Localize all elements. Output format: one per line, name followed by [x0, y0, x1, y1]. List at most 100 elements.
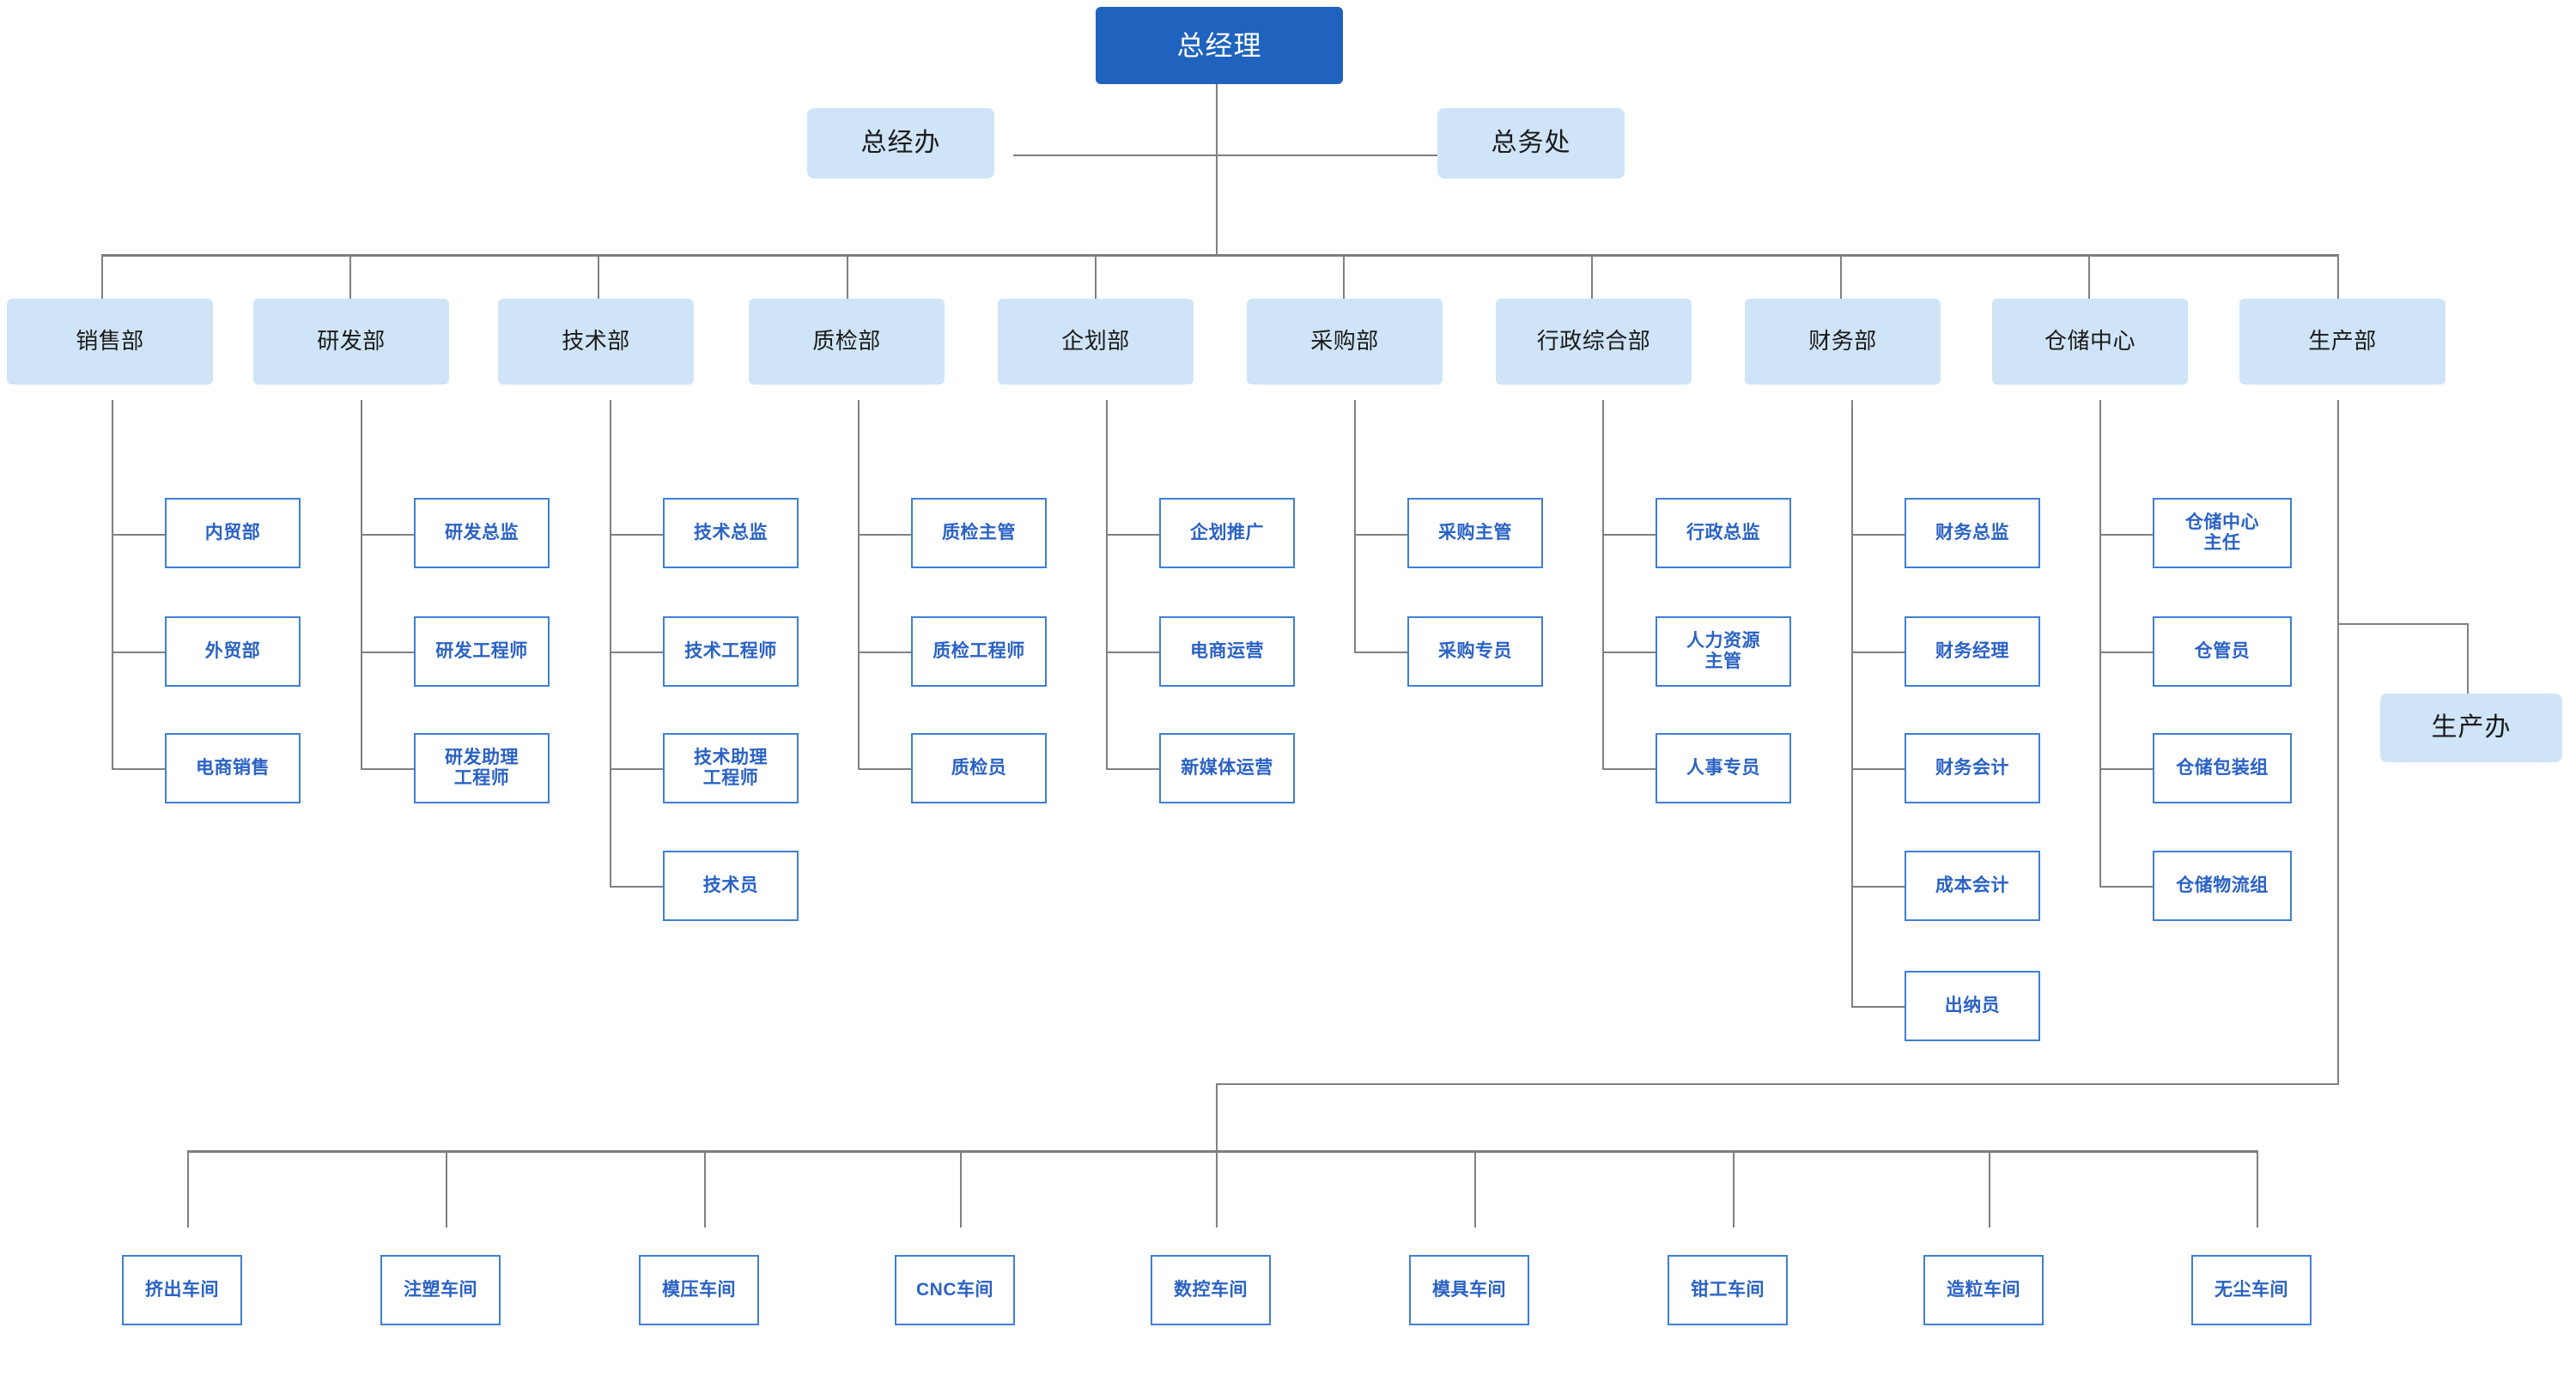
- node-workshop-0[interactable]: 挤出车间: [122, 1255, 242, 1325]
- connector-spine-planning: [1106, 400, 1108, 769]
- node-workshop-6[interactable]: 钳工车间: [1668, 1255, 1788, 1325]
- node-sub-sales-2[interactable]: 电商销售: [165, 733, 301, 803]
- connector-branch-finance-1: [1851, 652, 1905, 653]
- node-sub-sales-1[interactable]: 外贸部: [165, 616, 301, 687]
- connector-dept-drop-5: [1343, 254, 1345, 304]
- connector-branch-warehouse-2: [2099, 768, 2153, 770]
- node-dept-planning[interactable]: 企划部: [998, 299, 1194, 385]
- node-sub-finance-0[interactable]: 财务总监: [1905, 498, 2040, 568]
- node-production-office[interactable]: 生产办: [2380, 694, 2562, 762]
- node-sub-finance-1[interactable]: 财务经理: [1905, 616, 2040, 687]
- connector-spine-finance: [1851, 400, 1853, 1007]
- connector-branch-sales-0: [112, 534, 165, 536]
- node-sub-finance-2[interactable]: 财务会计: [1905, 733, 2040, 803]
- node-dept-rd[interactable]: 研发部: [253, 299, 449, 385]
- node-office-general-affairs[interactable]: 总务处: [1437, 108, 1625, 179]
- connector-branch-qc-1: [858, 652, 911, 653]
- connector-branch-tech-1: [610, 652, 663, 653]
- node-dept-production[interactable]: 生产部: [2239, 299, 2445, 385]
- connector-branch-rd-2: [361, 768, 414, 770]
- connector-dept-drop-2: [598, 254, 599, 304]
- connector-workshop-drop-2: [704, 1150, 706, 1227]
- connector-dept-drop-7: [1840, 254, 1842, 304]
- node-sub-warehouse-0[interactable]: 仓储中心 主任: [2153, 498, 2292, 568]
- connector-workshop-drop-7: [1989, 1150, 1990, 1227]
- node-sub-planning-2[interactable]: 新媒体运营: [1159, 733, 1295, 803]
- node-sub-finance-3[interactable]: 成本会计: [1905, 851, 2040, 921]
- connector-dept-drop-3: [847, 254, 848, 304]
- node-sub-purchasing-1[interactable]: 采购专员: [1407, 616, 1543, 687]
- connector-spine-production: [2337, 400, 2339, 1084]
- connector-spine-purchase: [1354, 400, 1356, 652]
- connector-branch-tech-2: [610, 768, 663, 770]
- connector-spine-admin: [1602, 400, 1604, 769]
- node-sub-finance-4[interactable]: 出纳员: [1905, 971, 2040, 1041]
- connector-spine-rd: [361, 400, 362, 769]
- node-workshop-1[interactable]: 注塑车间: [380, 1255, 501, 1325]
- connector-branch-qc-0: [858, 534, 911, 536]
- node-sub-warehouse-3[interactable]: 仓储物流组: [2153, 851, 2292, 921]
- node-sub-administration-0[interactable]: 行政总监: [1656, 498, 1791, 568]
- node-root-general-manager[interactable]: 总经理: [1096, 7, 1343, 84]
- connector-root-stem: [1216, 84, 1218, 256]
- connector-dept-drop-1: [349, 254, 351, 304]
- node-sub-rd-1[interactable]: 研发工程师: [414, 616, 550, 687]
- node-workshop-5[interactable]: 模具车间: [1409, 1255, 1529, 1325]
- node-sub-rd-2[interactable]: 研发助理 工程师: [414, 733, 550, 803]
- connector-branch-finance-3: [1851, 886, 1905, 888]
- node-sub-qc-1[interactable]: 质检工程师: [911, 616, 1047, 687]
- node-dept-tech[interactable]: 技术部: [498, 299, 694, 385]
- connector-dept-drop-4: [1095, 254, 1097, 304]
- node-dept-sales[interactable]: 销售部: [7, 299, 213, 385]
- node-sub-sales-0[interactable]: 内贸部: [165, 498, 301, 568]
- connector-workshop-drop-0: [187, 1150, 189, 1227]
- connector-spine-tech: [610, 400, 611, 887]
- node-sub-tech-1[interactable]: 技术工程师: [663, 616, 799, 687]
- node-workshop-2[interactable]: 模压车间: [639, 1255, 759, 1325]
- node-sub-rd-0[interactable]: 研发总监: [414, 498, 550, 568]
- node-sub-administration-1[interactable]: 人力资源 主管: [1656, 616, 1791, 687]
- node-sub-administration-2[interactable]: 人事专员: [1656, 733, 1791, 803]
- node-dept-qc[interactable]: 质检部: [749, 299, 945, 385]
- node-sub-qc-2[interactable]: 质检员: [911, 733, 1047, 803]
- connector-branch-sales-1: [112, 652, 165, 653]
- node-sub-qc-0[interactable]: 质检主管: [911, 498, 1047, 568]
- connector-branch-production-office-v: [2467, 623, 2469, 694]
- connector-branch-warehouse-3: [2099, 886, 2153, 888]
- node-workshop-3[interactable]: CNC车间: [895, 1255, 1015, 1325]
- connector-dept-drop-0: [101, 254, 103, 304]
- connector-spine-warehouse: [2099, 400, 2101, 887]
- node-sub-tech-3[interactable]: 技术员: [663, 851, 799, 921]
- node-sub-warehouse-2[interactable]: 仓储包装组: [2153, 733, 2292, 803]
- node-workshop-4[interactable]: 数控车间: [1151, 1255, 1271, 1325]
- node-sub-planning-1[interactable]: 电商运营: [1159, 616, 1295, 687]
- connector-branch-admin-0: [1602, 534, 1656, 536]
- connector-branch-admin-1: [1602, 652, 1656, 653]
- node-sub-purchasing-0[interactable]: 采购主管: [1407, 498, 1543, 568]
- connector-spine-qc: [858, 400, 860, 769]
- connector-workshop-bus: [187, 1150, 2258, 1153]
- node-workshop-7[interactable]: 造粒车间: [1923, 1255, 2044, 1325]
- node-sub-planning-0[interactable]: 企划推广: [1159, 498, 1295, 568]
- connector-branch-warehouse-0: [2099, 534, 2153, 536]
- node-dept-warehouse-center[interactable]: 仓储中心: [1992, 299, 2188, 385]
- connector-branch-finance-4: [1851, 1006, 1905, 1008]
- node-dept-purchasing[interactable]: 采购部: [1247, 299, 1443, 385]
- node-sub-warehouse-1[interactable]: 仓管员: [2153, 616, 2292, 687]
- node-sub-tech-0[interactable]: 技术总监: [663, 498, 799, 568]
- connector-branch-warehouse-1: [2099, 652, 2153, 653]
- connector-dept-drop-8: [2088, 254, 2090, 304]
- node-dept-finance[interactable]: 财务部: [1745, 299, 1941, 385]
- connector-branch-rd-1: [361, 652, 414, 653]
- connector-dept-bus: [101, 254, 2339, 257]
- connector-branch-finance-0: [1851, 534, 1905, 536]
- node-workshop-8[interactable]: 无尘车间: [2191, 1255, 2312, 1325]
- node-dept-administration[interactable]: 行政综合部: [1496, 299, 1692, 385]
- connector-branch-purchase-1: [1354, 652, 1407, 653]
- connector-spine-sales: [112, 400, 113, 769]
- connector-branch-sales-2: [112, 768, 165, 770]
- node-sub-tech-2[interactable]: 技术助理 工程师: [663, 733, 799, 803]
- connector-workshop-drop-8: [2257, 1150, 2258, 1227]
- node-office-general-manager-office[interactable]: 总经办: [807, 108, 994, 179]
- connector-branch-planning-0: [1106, 534, 1159, 536]
